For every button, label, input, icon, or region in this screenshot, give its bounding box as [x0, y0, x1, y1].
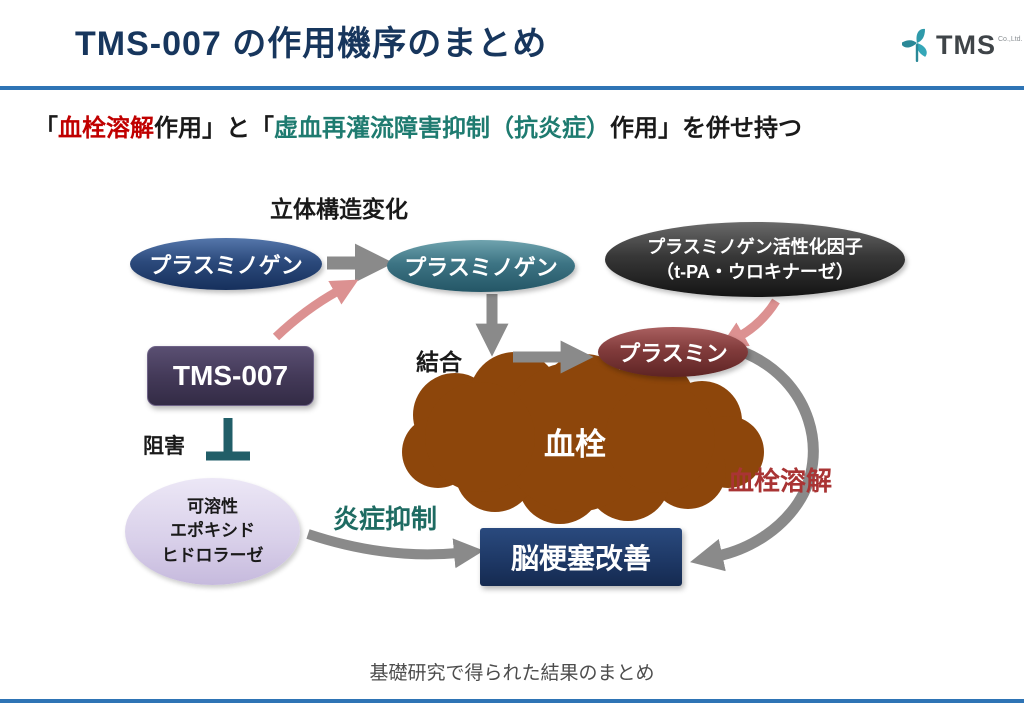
seh-label-line2: エポキシド: [170, 521, 255, 541]
conformational-change-label: 立体構造変化: [270, 196, 408, 222]
subtitle-mid: 作用」と「: [154, 115, 274, 142]
plasminogen-inactive-ellipse: プラスミノゲン: [130, 238, 322, 290]
subtitle: 「血栓溶解作用」と「虚血再灌流障害抑制（抗炎症）作用」を併せ持つ: [34, 108, 802, 143]
plasminogen-inactive-label: プラスミノゲン: [149, 253, 303, 278]
thrombolysis-label: 血栓溶解: [728, 466, 833, 496]
page-title: TMS-007 の作用機序のまとめ: [75, 25, 548, 63]
subtitle-bracket: 「: [34, 115, 58, 142]
company-logo: TMS Co.,Ltd.: [902, 28, 1023, 64]
soluble-epoxide-hydrolase-ellipse: 可溶性 エポキシド ヒドロラーゼ: [125, 478, 300, 585]
activator-label-line2: （t-PA・ウロキナーゼ）: [656, 261, 854, 282]
subtitle-ischemia: 虚血再灌流障害抑制（抗炎症）: [274, 115, 610, 142]
logo-text: TMS: [936, 30, 996, 60]
plasminogen-active-label: プラスミノゲン: [404, 255, 558, 280]
logo-sprout-icon: [902, 28, 927, 62]
footer-divider: [0, 699, 1024, 703]
binding-label: 結合: [416, 349, 462, 375]
header-divider: [0, 86, 1024, 90]
seh-label-line3: ヒドロラーゼ: [161, 545, 264, 565]
anti-inflammation-label: 炎症抑制: [333, 504, 438, 534]
plasmin-label: プラスミン: [618, 341, 728, 366]
inhibition-tbar-icon: [206, 418, 250, 461]
tms007-box: TMS-007: [147, 346, 314, 406]
arrow-thrombolysis-curve: [690, 346, 819, 572]
plasmin-ellipse: プラスミン: [598, 327, 748, 377]
tms007-label: TMS-007: [172, 360, 289, 391]
plasminogen-active-ellipse: プラスミノゲン: [387, 240, 575, 292]
plasminogen-activator-ellipse: プラスミノゲン活性化因子 （t-PA・ウロキナーゼ）: [605, 222, 905, 297]
stroke-improvement-box: 脳梗塞改善: [480, 528, 682, 586]
logo-suffix-text: Co.,Ltd.: [998, 36, 1023, 43]
arrow-tms007-activation: [272, 279, 359, 341]
inhibition-label: 阻害: [143, 435, 185, 458]
arrow-activator: [719, 298, 780, 348]
activator-label-line1: プラスミノゲン活性化因子: [647, 237, 863, 258]
subtitle-tail: 作用」を併せ持つ: [610, 115, 802, 142]
stroke-improvement-label: 脳梗塞改善: [510, 543, 651, 574]
thrombus-label: 血栓: [544, 427, 606, 462]
footer-caption: 基礎研究で得られた結果のまとめ: [369, 663, 655, 684]
arrow-anti-inflammation: [306, 529, 484, 569]
subtitle-thrombolysis: 血栓溶解: [58, 115, 154, 142]
seh-label-line1: 可溶性: [187, 496, 238, 516]
